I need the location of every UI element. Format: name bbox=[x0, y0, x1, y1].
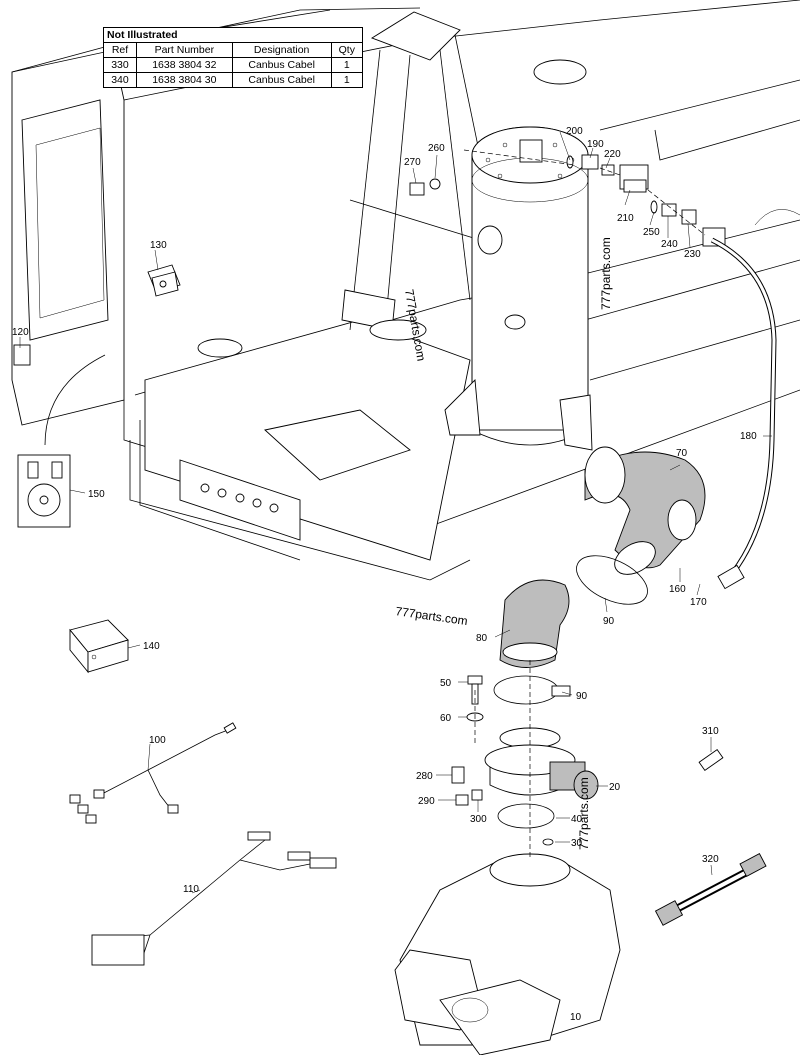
watermark-4: 777parts.com bbox=[577, 777, 591, 850]
plug-280 bbox=[451, 766, 465, 784]
oil-separator-vessel bbox=[444, 126, 593, 451]
callout-80: 80 bbox=[476, 633, 488, 644]
callout-160: 160 bbox=[669, 584, 686, 595]
fitting-300 bbox=[471, 789, 483, 801]
table-row: 330 1638 3804 32 Canbus Cabel 1 bbox=[103, 57, 364, 73]
arrow bbox=[44, 354, 106, 446]
callout-50: 50 bbox=[440, 678, 452, 689]
callout-60: 60 bbox=[440, 713, 452, 724]
callout-240: 240 bbox=[661, 239, 678, 250]
callout-250: 250 bbox=[643, 227, 660, 238]
o-ring-40 bbox=[497, 803, 555, 829]
cell-qty: 1 bbox=[330, 57, 364, 73]
cell-ref: 330 bbox=[103, 57, 137, 73]
callout-260: 260 bbox=[428, 143, 445, 154]
watermark-1: 777parts.com bbox=[599, 237, 613, 310]
not-illustrated-table: Not Illustrated Ref Part Number Designat… bbox=[103, 27, 364, 88]
leader-lines bbox=[19, 131, 772, 894]
header-designation: Designation bbox=[231, 42, 332, 58]
o-ring-30 bbox=[542, 838, 554, 846]
harness-100 bbox=[69, 722, 237, 824]
callout-300: 300 bbox=[470, 814, 487, 825]
callout-100: 100 bbox=[149, 735, 166, 746]
callout-140: 140 bbox=[143, 641, 160, 652]
callout-40: 40 bbox=[571, 814, 583, 825]
sensor-310 bbox=[698, 748, 724, 772]
cover-140 bbox=[69, 619, 129, 674]
callout-230: 230 bbox=[684, 249, 701, 260]
elbow-80 bbox=[499, 579, 570, 668]
cell-designation: Canbus Cabel bbox=[231, 57, 332, 73]
callout-220: 220 bbox=[604, 149, 621, 160]
compressor-element-10 bbox=[394, 853, 621, 1055]
callout-130: 130 bbox=[150, 240, 167, 251]
callout-200: 200 bbox=[566, 126, 583, 137]
callout-180: 180 bbox=[740, 431, 757, 442]
callout-labels: 200 190 220 210 250 240 230 260 270 130 … bbox=[12, 126, 757, 1023]
cable-320 bbox=[654, 853, 767, 926]
callout-310: 310 bbox=[702, 726, 719, 737]
cell-designation: Canbus Cabel bbox=[231, 72, 332, 88]
callout-120: 120 bbox=[12, 327, 29, 338]
callout-270: 270 bbox=[404, 157, 421, 168]
clamp-90-upper bbox=[576, 555, 648, 605]
callout-190: 190 bbox=[587, 139, 604, 150]
manual-disc-150 bbox=[17, 454, 71, 528]
callout-30: 30 bbox=[571, 838, 583, 849]
callout-150: 150 bbox=[88, 489, 105, 500]
callout-320: 320 bbox=[702, 854, 719, 865]
header-qty: Qty bbox=[330, 42, 364, 58]
callout-170: 170 bbox=[690, 597, 707, 608]
callout-90-lower: 90 bbox=[576, 691, 588, 702]
cell-part-number: 1638 3804 30 bbox=[135, 72, 233, 88]
cell-ref: 340 bbox=[103, 72, 137, 88]
hose-180 bbox=[710, 237, 777, 590]
header-part-number: Part Number bbox=[135, 42, 233, 58]
callout-280: 280 bbox=[416, 771, 433, 782]
fitting-290 bbox=[455, 794, 469, 806]
cell-part-number: 1638 3804 32 bbox=[135, 57, 233, 73]
watermark-3: 777parts.com bbox=[395, 604, 469, 628]
callout-290: 290 bbox=[418, 796, 435, 807]
harness-110 bbox=[91, 831, 337, 966]
plug-120 bbox=[13, 344, 31, 366]
cell-qty: 1 bbox=[330, 72, 364, 88]
callout-70: 70 bbox=[676, 448, 688, 459]
callout-90-upper: 90 bbox=[603, 616, 615, 627]
header-ref: Ref bbox=[103, 42, 137, 58]
table-title: Not Illustrated bbox=[103, 27, 363, 43]
callout-210: 210 bbox=[617, 213, 634, 224]
clamp-90-lower bbox=[493, 675, 571, 705]
table-row: 340 1638 3804 30 Canbus Cabel 1 bbox=[103, 72, 364, 88]
table-header-row: Ref Part Number Designation Qty bbox=[103, 42, 364, 58]
callout-20: 20 bbox=[609, 782, 621, 793]
callout-10: 10 bbox=[570, 1012, 582, 1023]
callout-110: 110 bbox=[183, 884, 199, 895]
elbow-pipe-70 bbox=[584, 446, 706, 575]
